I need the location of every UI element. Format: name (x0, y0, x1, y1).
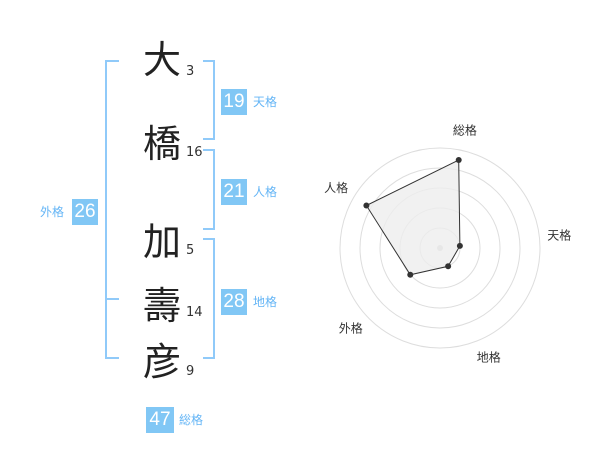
jinkaku-label: 人格 (253, 185, 278, 199)
gaikaku-bracket-bottom (105, 357, 119, 359)
gaikaku-bracket-mid (105, 298, 119, 300)
chikaku-label: 地格 (253, 295, 278, 309)
stroke-count-1: 3 (186, 64, 195, 79)
radar-point-1 (456, 242, 463, 249)
stroke-count-4: 14 (186, 305, 203, 320)
kanji-4: 壽 (142, 284, 181, 328)
radar-polygon (365, 159, 461, 276)
tenkaku-label: 天格 (253, 95, 278, 109)
jinkaku-bracket-top (203, 149, 215, 151)
name-breakdown: 大 橋 加 壽 彦 3 16 5 14 9 19 天格 21 人格 28 地格 … (40, 38, 278, 433)
radar-point-2 (445, 263, 452, 270)
radar-label-0: 総格 (453, 123, 477, 138)
chikaku-bracket-vertical (213, 238, 215, 359)
tenkaku-bracket-vertical (213, 60, 215, 140)
jinkaku-value: 21 (221, 179, 247, 205)
kanji-3: 加 (142, 220, 181, 264)
radar-point-0 (455, 156, 462, 163)
chikaku-value: 28 (221, 289, 247, 315)
radar-label-2: 地格 (477, 350, 501, 365)
radar-ring-5 (339, 147, 541, 349)
soukaku-value: 47 (146, 407, 174, 433)
tenkaku-value: 19 (221, 89, 247, 115)
gaikaku-bracket-top (105, 60, 119, 62)
radar-label-3: 外格 (339, 320, 363, 335)
stroke-count-2: 16 (186, 145, 203, 160)
radar-ring-4 (359, 167, 521, 329)
stroke-count-3: 5 (186, 243, 195, 258)
stroke-count-5: 9 (186, 364, 195, 379)
radar-points (363, 156, 463, 278)
radar-label-1: 天格 (547, 228, 571, 243)
tenkaku-bracket-top (203, 60, 215, 62)
radar-point-3 (407, 271, 414, 278)
radar-label-4: 人格 (324, 180, 348, 195)
kanji-1: 大 (142, 38, 181, 82)
kanji-5: 彦 (142, 340, 181, 384)
kanji-2: 橋 (142, 122, 181, 166)
radar-point-4 (363, 202, 370, 209)
gaikaku-value: 26 (72, 199, 98, 225)
soukaku-label: 総格 (179, 413, 204, 427)
gaikaku-bracket-vertical (105, 60, 107, 359)
tenkaku-bracket-bottom (203, 138, 215, 140)
gaikaku-label: 外格 (40, 205, 65, 219)
chikaku-bracket-bottom (203, 357, 215, 359)
chikaku-bracket-top (203, 238, 215, 240)
jinkaku-bracket-vertical (213, 149, 215, 230)
jinkaku-bracket-bottom (203, 228, 215, 230)
